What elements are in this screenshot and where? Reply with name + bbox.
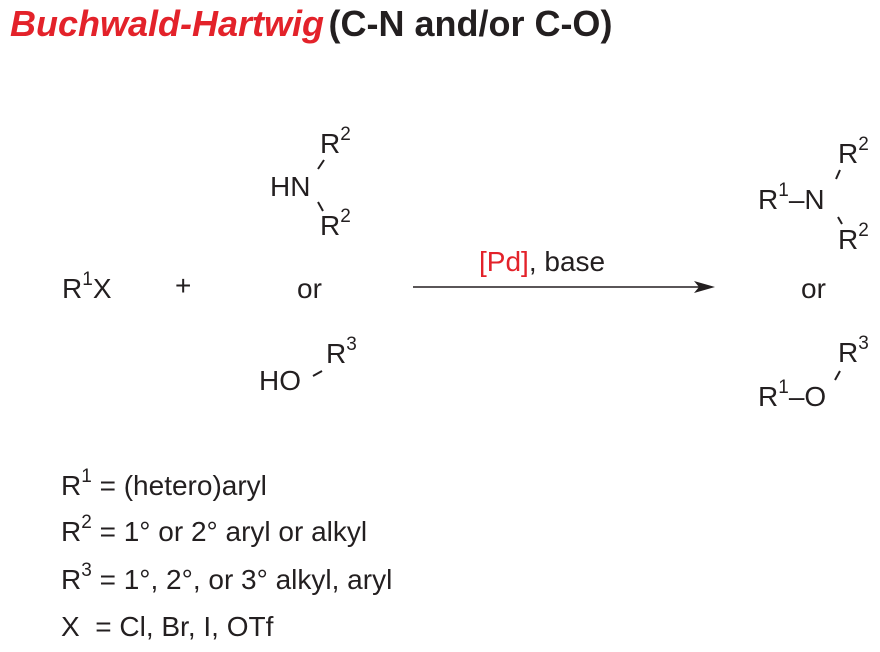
- definition-x: X = Cl, Br, I, OTf: [61, 611, 274, 642]
- plus-sign: +: [175, 270, 192, 301]
- definition-r1: R1 = (hetero)aryl: [61, 465, 267, 501]
- bond-o-r3: [312, 370, 323, 377]
- product-amine-r2-top: R2: [838, 133, 869, 169]
- product-amine-r1-n: R1–N: [758, 179, 825, 215]
- reaction-name: Buchwald-Hartwig: [10, 3, 325, 44]
- bond-n-r2-bottom: [317, 201, 324, 212]
- alcohol-ho: HO: [259, 365, 301, 396]
- catalyst-pd: [Pd]: [479, 246, 529, 277]
- reactant-aryl-halide: R1X: [62, 268, 112, 304]
- scheme-title: Buchwald-Hartwig (C-N and/or C-O): [10, 6, 612, 42]
- reaction-arrow-head: [694, 281, 715, 293]
- or-right: or: [801, 273, 826, 304]
- reaction-subtitle: (C-N and/or C-O): [328, 3, 613, 44]
- bond-product-o-r3: [834, 370, 841, 381]
- or-left: or: [297, 273, 322, 304]
- bond-n-r2-top: [317, 159, 325, 170]
- amine-hn: HN: [270, 171, 311, 202]
- alcohol-r3: R3: [326, 333, 357, 369]
- bond-product-n-r2-bottom: [837, 216, 843, 225]
- base-label: , base: [528, 246, 606, 277]
- amine-r2-bottom: R2: [320, 205, 351, 241]
- bond-product-n-r2-top: [835, 169, 841, 180]
- definition-r2: R2 = 1° or 2° aryl or alkyl: [61, 511, 368, 547]
- definition-r3: R3 = 1°, 2°, or 3° alkyl, aryl: [61, 559, 393, 595]
- product-amine-r2-bottom: R2: [838, 219, 869, 255]
- product-ether-r3: R3: [838, 332, 869, 368]
- amine-r2-top: R2: [320, 123, 351, 159]
- reaction-conditions: [Pd], base: [479, 248, 605, 276]
- product-ether-r1-o: R1–O: [758, 376, 827, 412]
